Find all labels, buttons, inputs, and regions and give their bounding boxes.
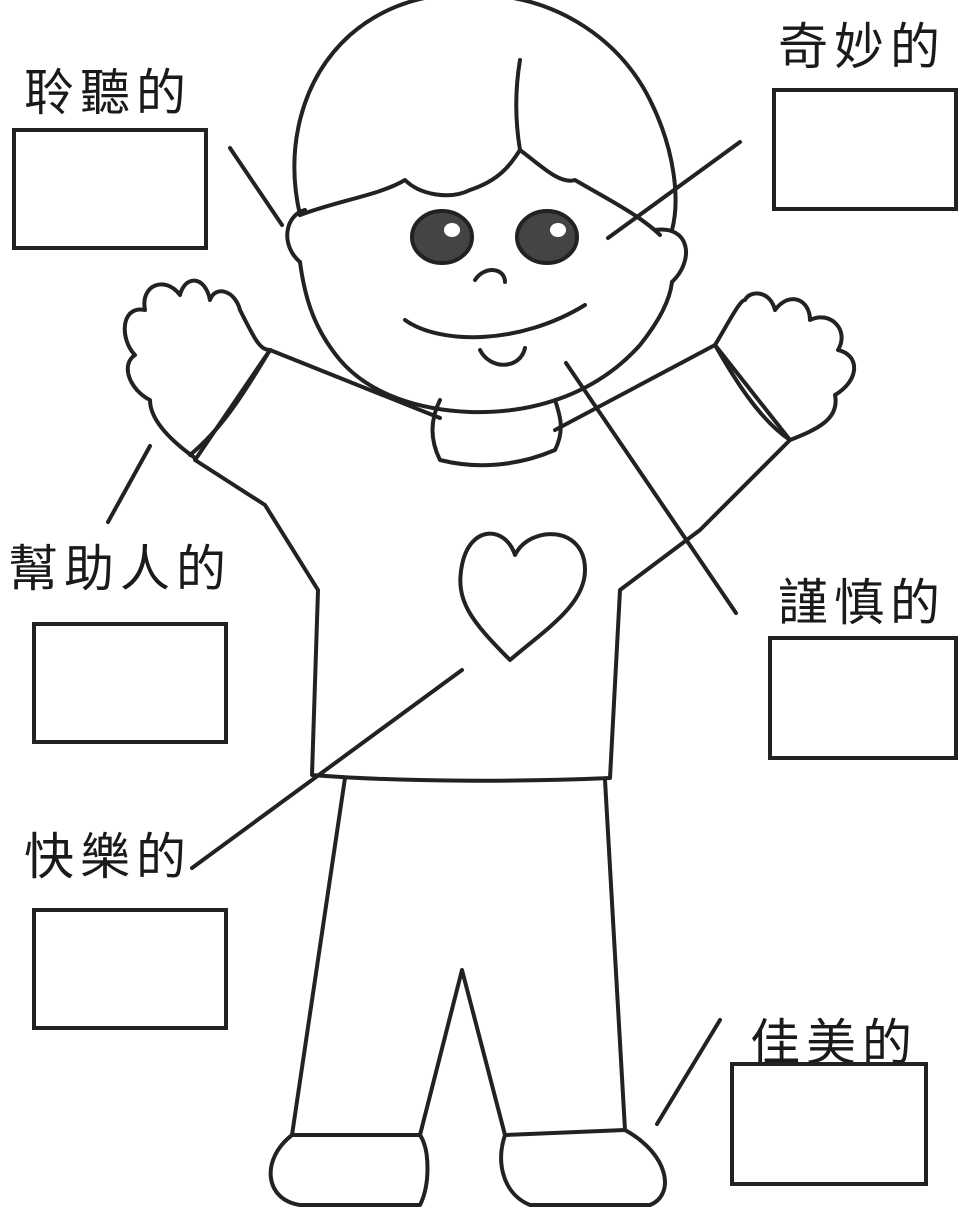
pointer-line-happy [190, 668, 464, 870]
left-hand [122, 278, 272, 460]
label-beautiful: 佳美的 [750, 1014, 918, 1072]
pointer-line-careful [564, 361, 738, 615]
pointer-line-wonderful [606, 140, 742, 240]
right-hand [713, 291, 857, 442]
label-wonderful: 奇妙的 [778, 18, 946, 76]
label-listening: 聆聽的 [24, 64, 192, 122]
face-outline [298, 260, 674, 415]
right-ear [653, 227, 688, 284]
hair-strand [514, 58, 522, 152]
pointer-line-beautiful [655, 1018, 722, 1126]
answer-box-happy[interactable] [32, 908, 228, 1030]
hair-outline [292, 0, 678, 232]
label-helpful: 幫助人的 [8, 540, 232, 598]
right-cuff [713, 343, 792, 442]
left-ear [285, 208, 307, 264]
pointer-line-listening [228, 146, 284, 227]
mouth [403, 303, 587, 340]
tongue [478, 346, 527, 367]
label-happy: 快樂的 [24, 828, 192, 886]
hair-fringe [298, 148, 662, 237]
nose [473, 268, 507, 284]
shirt-outline [193, 343, 792, 783]
answer-box-listening[interactable] [12, 128, 208, 250]
pants-outline [290, 776, 627, 1137]
left-cuff [188, 348, 272, 457]
right-shoe [499, 1128, 667, 1207]
answer-box-beautiful[interactable] [730, 1062, 928, 1186]
pointer-line-helpful [106, 444, 152, 524]
answer-box-wonderful[interactable] [772, 88, 958, 211]
answer-box-careful[interactable] [768, 636, 958, 760]
answer-box-helpful[interactable] [32, 622, 228, 744]
left-shoe [268, 1133, 430, 1207]
right-eye-icon [515, 209, 579, 265]
heart-icon [458, 531, 587, 662]
left-eye-icon [410, 209, 474, 265]
label-careful: 謹慎的 [778, 574, 946, 632]
